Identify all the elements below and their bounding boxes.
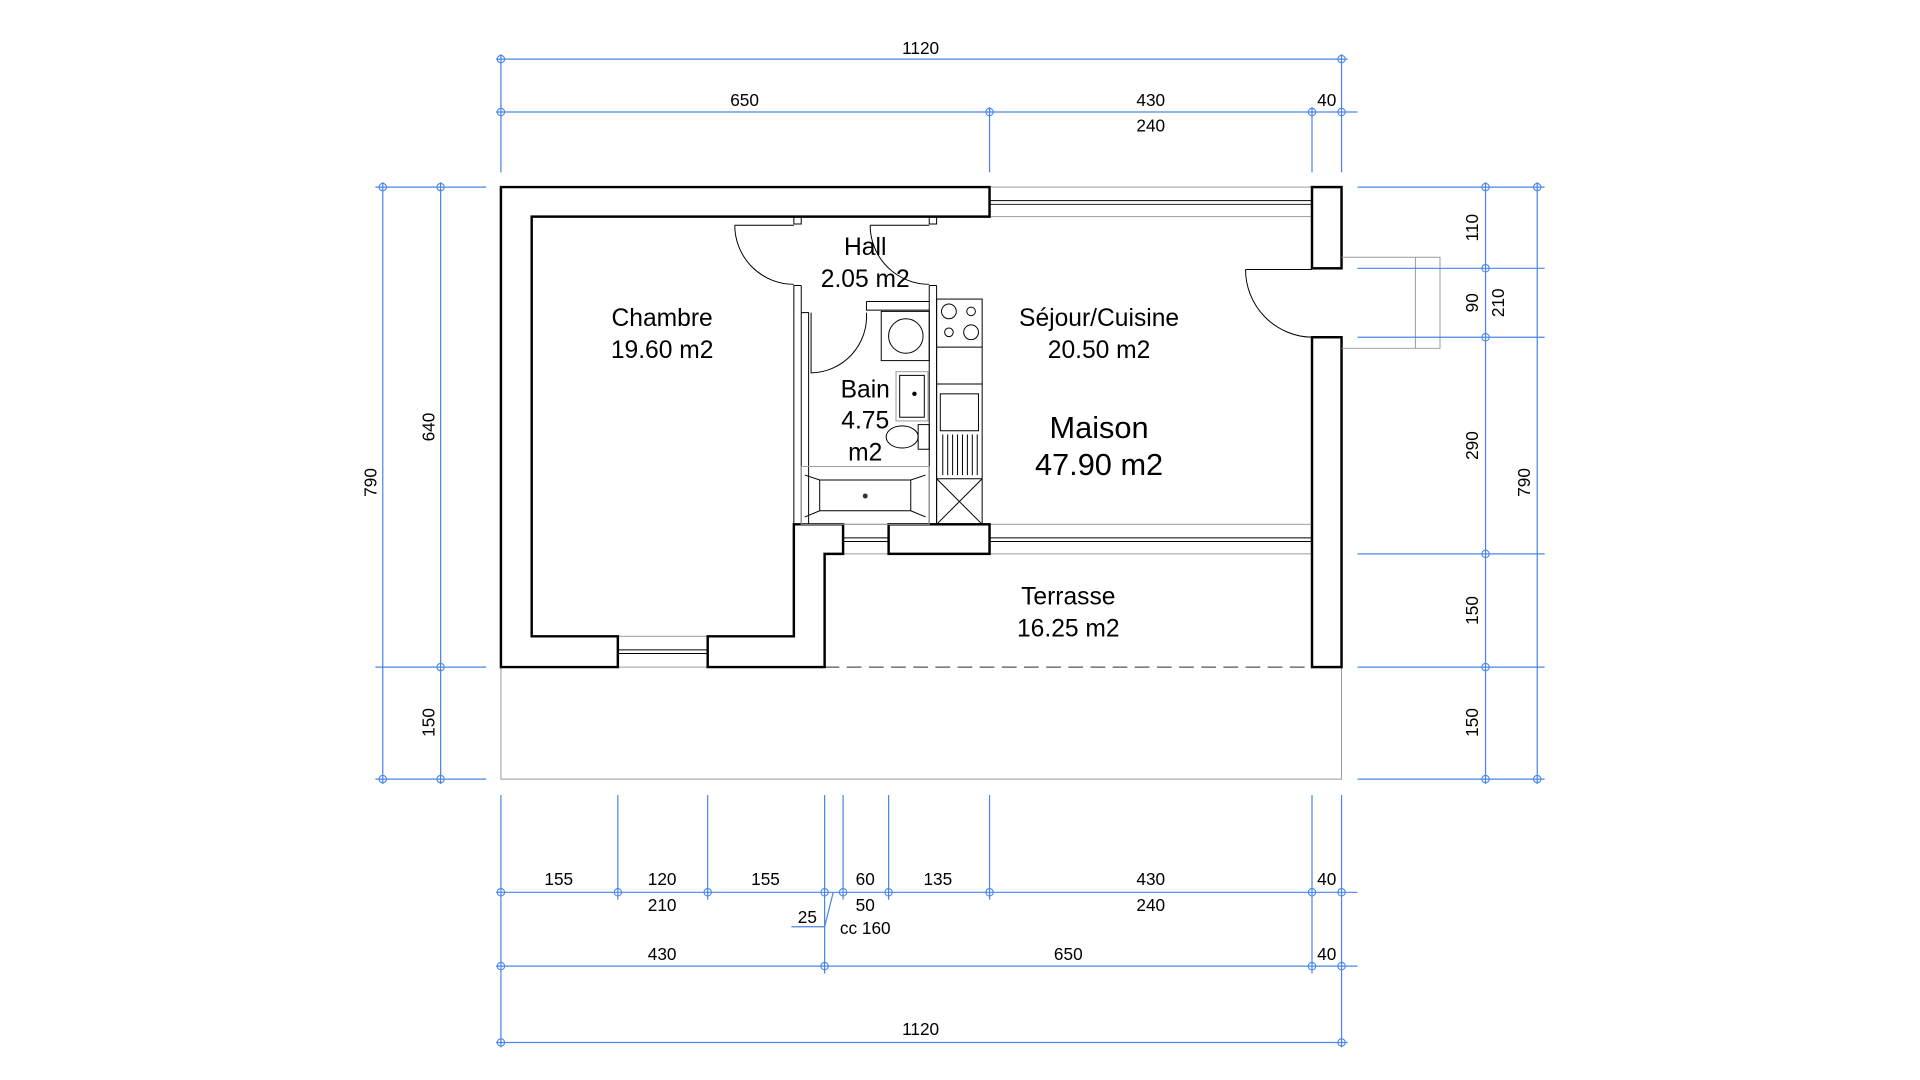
dim-right-total: 790 [1514, 468, 1534, 497]
house-area: 47.90 m2 [1035, 447, 1163, 482]
dim-right-seg5: 150 [1462, 708, 1482, 737]
door-sejour [869, 224, 930, 285]
entrance-step [1341, 256, 1441, 349]
doors [734, 224, 1441, 374]
dim-bottom-mid-seg3: 40 [1317, 944, 1336, 964]
dim-bottom-d5-cc: cc 160 [840, 918, 891, 938]
dim-bottom-d7: 430 [1136, 869, 1165, 889]
dim-top-seg2: 430 [1136, 90, 1165, 110]
dim-left-total: 790 [361, 468, 381, 497]
dim-left-seg1: 640 [418, 413, 438, 442]
dim-bottom-d2: 120 [648, 869, 677, 889]
sink [895, 371, 929, 422]
dim-bottom-d8: 40 [1317, 869, 1336, 889]
room-sejour-name: Séjour/Cuisine [1019, 305, 1179, 332]
door-bain [810, 312, 868, 374]
dim-bottom-d4-offset: 25 [798, 907, 817, 927]
dim-bottom-d6: 135 [923, 869, 952, 889]
house-name: Maison [1050, 410, 1149, 445]
dim-right-seg2-alt: 210 [1488, 288, 1508, 317]
toilet [885, 425, 919, 449]
dim-right-seg1: 110 [1462, 214, 1482, 241]
dim-top-seg1: 650 [730, 90, 759, 110]
room-terrasse-area: 16.25 m2 [1017, 615, 1120, 642]
bathroom-fixtures [800, 310, 930, 525]
dim-top-total: 1120 [902, 38, 939, 58]
dim-bottom-mid-seg1: 430 [648, 944, 677, 964]
dim-left-seg2: 150 [418, 708, 438, 737]
room-bain-name: Bain [841, 377, 890, 404]
dim-bottom-mid-seg2: 650 [1054, 944, 1083, 964]
dim-bottom-total: 1120 [902, 1019, 939, 1039]
kitchen-fixtures [936, 298, 983, 525]
dim-top-seg2-sub: 240 [1136, 116, 1165, 136]
room-labels: Hall 2.05 m2 Chambre 19.60 m2 Séjour/Cui… [611, 234, 1179, 643]
room-bain-unit: m2 [848, 439, 882, 466]
walls [499, 185, 1343, 669]
dimension-labels: 1120 650 430 240 40 790 640 150 110 90 2… [361, 38, 1534, 1039]
kitchen-sink [939, 393, 979, 432]
dim-bottom-d5-sub: 50 [856, 895, 875, 915]
room-chambre-name: Chambre [612, 305, 713, 332]
fridge [936, 478, 983, 525]
dim-right-seg3: 290 [1462, 431, 1482, 460]
room-hall-name: Hall [844, 234, 886, 261]
dimension-lines [375, 54, 1545, 1048]
dim-bottom-d3: 155 [751, 869, 780, 889]
dim-top-seg3: 40 [1317, 90, 1336, 110]
dim-bottom-d5: 60 [856, 869, 875, 889]
bathtub [800, 465, 930, 525]
dim-bottom-d2-sub: 210 [648, 895, 677, 915]
room-chambre-area: 19.60 m2 [611, 337, 714, 364]
dim-right-seg4: 150 [1462, 596, 1482, 625]
door-entrance [1245, 269, 1313, 338]
washing-machine [880, 310, 930, 362]
room-bain-area: 4.75 [841, 407, 889, 434]
dim-right-seg2: 90 [1462, 293, 1482, 312]
door-chambre [734, 224, 794, 285]
room-sejour-area: 20.50 m2 [1048, 337, 1151, 364]
terrace-outline [500, 666, 1343, 780]
dim-bottom-d7-sub: 240 [1136, 895, 1165, 915]
stove-burner [941, 303, 957, 320]
windows [617, 186, 1313, 668]
room-terrasse-name: Terrasse [1021, 583, 1115, 610]
dim-bottom-d1: 155 [544, 869, 573, 889]
room-hall-area: 2.05 m2 [821, 266, 910, 293]
offset-leader [824, 892, 834, 927]
